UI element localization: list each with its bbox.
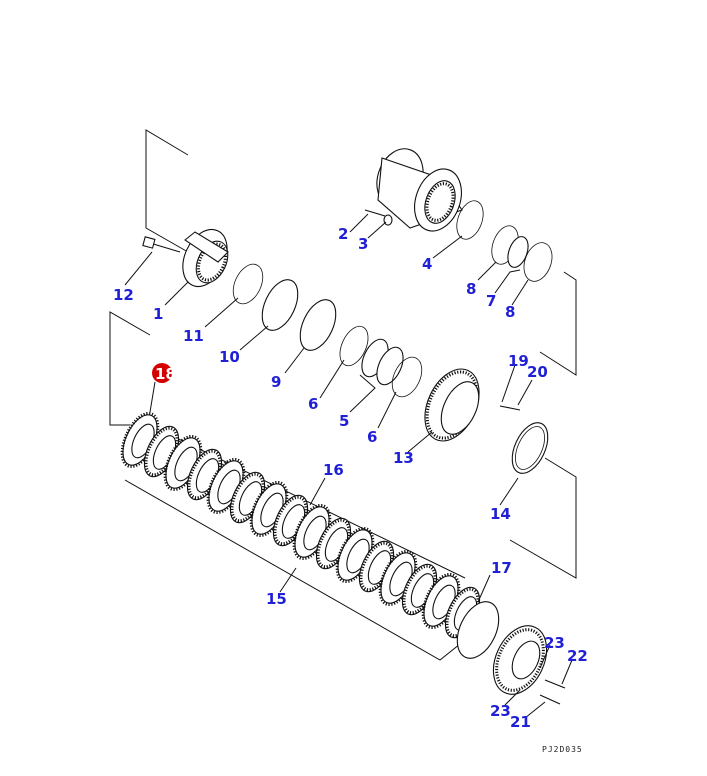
callout-9[interactable]: 9 bbox=[271, 373, 281, 391]
seal-rings bbox=[339, 325, 423, 398]
callout-12[interactable]: 12 bbox=[113, 286, 134, 304]
callout-6-lower[interactable]: 6 bbox=[367, 428, 377, 446]
part-2-bolt bbox=[364, 209, 386, 217]
drawing-code: PJ2D035 bbox=[542, 745, 583, 754]
callout-8-right[interactable]: 8 bbox=[505, 303, 515, 321]
part-1-hub bbox=[182, 228, 229, 288]
callout-10[interactable]: 10 bbox=[219, 348, 240, 366]
callout-labels: 1 2 3 4 5 6 6 7 8 8 9 10 11 12 13 14 15 … bbox=[113, 225, 588, 731]
callout-13[interactable]: 13 bbox=[393, 449, 414, 467]
callout-5[interactable]: 5 bbox=[339, 412, 349, 430]
middle-rings bbox=[232, 263, 337, 351]
part-14-plate bbox=[511, 422, 549, 474]
callout-15[interactable]: 15 bbox=[266, 590, 287, 608]
part-17-ring bbox=[456, 601, 500, 659]
callout-1[interactable]: 1 bbox=[153, 305, 163, 323]
callout-23-lower[interactable]: 23 bbox=[490, 702, 511, 720]
upper-housing bbox=[376, 148, 463, 232]
callout-19[interactable]: 19 bbox=[508, 352, 529, 370]
leader-lines bbox=[124, 213, 573, 719]
upper-rings bbox=[456, 200, 553, 282]
callout-6-upper[interactable]: 6 bbox=[308, 395, 318, 413]
callout-11[interactable]: 11 bbox=[183, 327, 204, 345]
callout-2[interactable]: 2 bbox=[338, 225, 348, 243]
bottom-housing bbox=[492, 625, 548, 695]
callout-4[interactable]: 4 bbox=[422, 255, 432, 273]
part-13-carrier bbox=[424, 368, 480, 442]
callout-18[interactable]: 18 bbox=[155, 365, 176, 383]
callout-17[interactable]: 17 bbox=[491, 559, 512, 577]
callout-22[interactable]: 22 bbox=[567, 647, 588, 665]
callout-18-highlight-marker bbox=[152, 363, 172, 383]
part-12-bolt bbox=[142, 236, 181, 253]
callout-3[interactable]: 3 bbox=[358, 235, 368, 253]
callout-14[interactable]: 14 bbox=[490, 505, 511, 523]
callout-7[interactable]: 7 bbox=[486, 292, 496, 310]
callout-21[interactable]: 21 bbox=[510, 713, 531, 731]
part-3-washer bbox=[383, 214, 393, 226]
callout-23-upper[interactable]: 23 bbox=[544, 634, 565, 652]
callout-8-left[interactable]: 8 bbox=[466, 280, 476, 298]
callout-16[interactable]: 16 bbox=[323, 461, 344, 479]
part-21-22-bolts bbox=[539, 679, 566, 705]
clutch-disc-pack bbox=[120, 411, 481, 639]
part-19-20-bolt bbox=[499, 405, 521, 411]
callout-20[interactable]: 20 bbox=[527, 363, 548, 381]
